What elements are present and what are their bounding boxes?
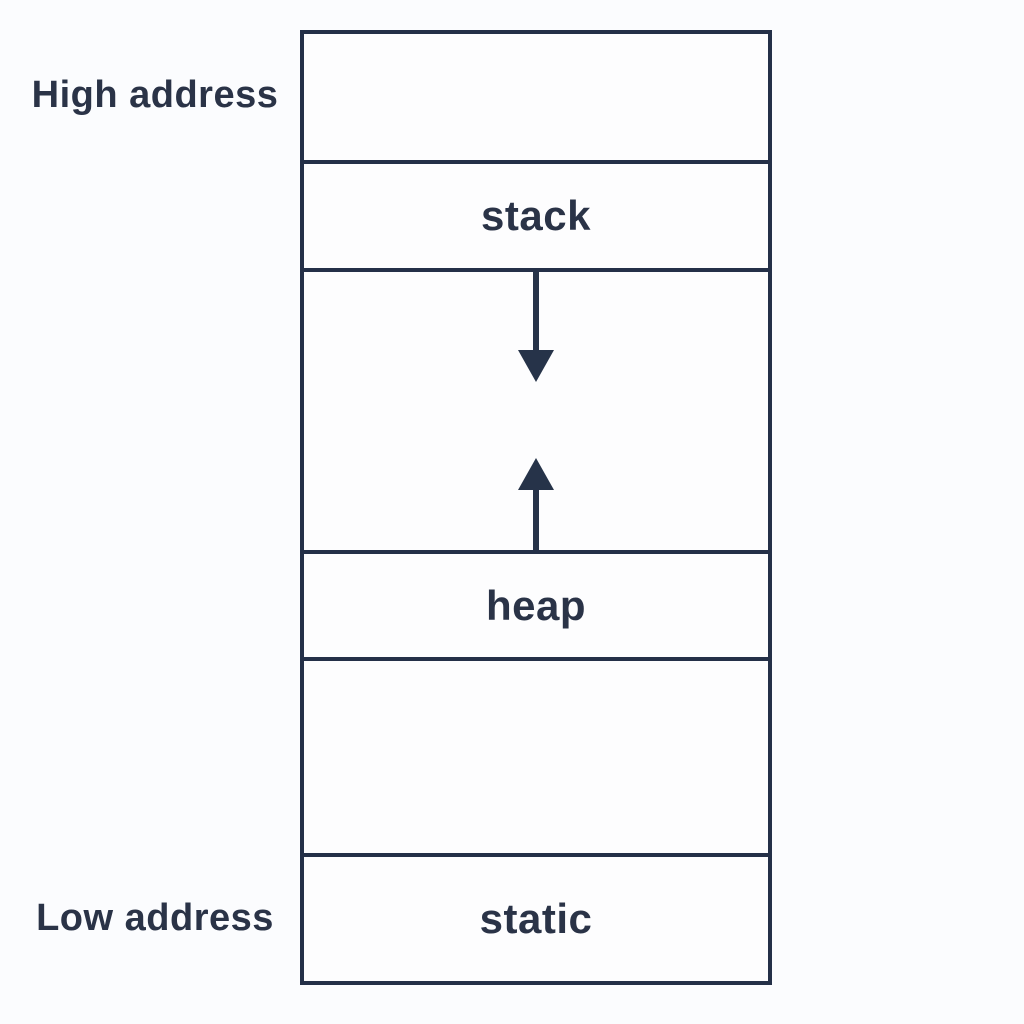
heap-label: heap <box>485 581 587 629</box>
stack-growth-arrow-down-icon <box>518 272 554 382</box>
section-empty-top <box>304 34 768 160</box>
low-address-label: Low address <box>36 896 274 939</box>
section-growth-gap <box>304 268 768 550</box>
section-stack: stack <box>304 160 768 268</box>
heap-growth-arrow-up-icon <box>518 458 554 550</box>
growth-arrows <box>518 272 554 550</box>
section-heap: heap <box>304 550 768 657</box>
memory-box: stack heap static <box>300 30 772 985</box>
section-static: static <box>304 853 768 981</box>
high-address-label: High address <box>31 73 279 116</box>
static-label: static <box>479 895 593 942</box>
section-empty-mid <box>304 657 768 853</box>
stack-label: stack <box>481 192 591 239</box>
